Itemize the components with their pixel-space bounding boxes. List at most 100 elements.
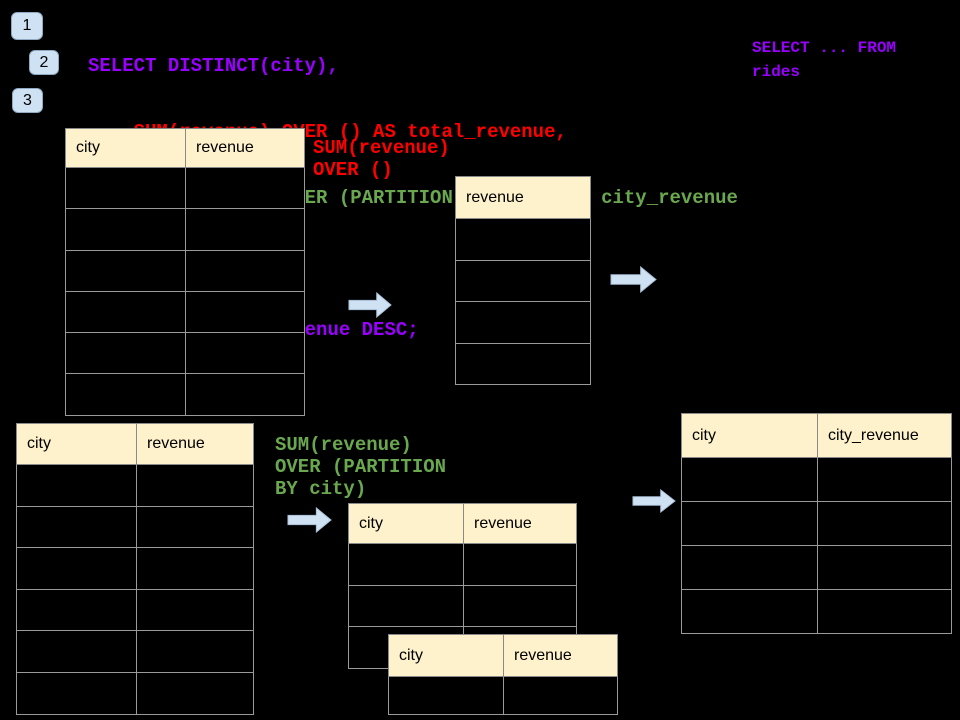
table-cell-empty bbox=[455, 218, 591, 261]
column-header-revenue: revenue bbox=[185, 128, 305, 168]
table-row bbox=[16, 464, 254, 507]
table-cell-empty bbox=[681, 501, 818, 546]
table-cell-empty bbox=[463, 584, 577, 628]
table-row bbox=[65, 249, 305, 292]
table-cell-empty bbox=[681, 545, 818, 590]
table-cell-empty bbox=[136, 630, 254, 673]
column-header-city: city bbox=[348, 503, 464, 544]
table-row bbox=[16, 505, 254, 549]
arrow-right-icon bbox=[287, 507, 332, 533]
table-cell-empty bbox=[65, 373, 186, 416]
table-cell-empty bbox=[136, 505, 254, 549]
arrow-right-icon bbox=[610, 266, 657, 293]
table-partition-mid: city revenue bbox=[348, 503, 577, 670]
step-badge-3: 3 bbox=[12, 88, 43, 113]
table-partition-overlay: city revenue bbox=[388, 634, 618, 715]
table-cell-empty bbox=[185, 332, 305, 375]
column-header-revenue: revenue bbox=[503, 634, 618, 677]
column-header-revenue: revenue bbox=[136, 423, 254, 465]
table-cell-empty bbox=[136, 588, 254, 632]
table-cell-empty bbox=[348, 584, 464, 628]
table-row bbox=[455, 301, 591, 344]
table-cell-empty bbox=[817, 457, 952, 502]
table-cell-empty bbox=[185, 249, 305, 292]
table-cell-empty bbox=[681, 457, 818, 502]
label-sum-over-total: SUM(revenue) OVER () bbox=[313, 137, 450, 181]
table-city-revenue-result: city city_revenue bbox=[681, 413, 952, 634]
table-cell-empty bbox=[16, 671, 137, 715]
table-cell-empty bbox=[455, 259, 591, 302]
table-row bbox=[65, 166, 305, 210]
table-cell-empty bbox=[348, 543, 464, 586]
table-header-row: revenue bbox=[455, 176, 591, 219]
column-header-revenue: revenue bbox=[463, 503, 577, 544]
table-cell-empty bbox=[65, 166, 186, 210]
label-sum-over-partition: SUM(revenue) OVER (PARTITION BY city) bbox=[275, 434, 447, 500]
step-badge-2: 2 bbox=[29, 50, 59, 75]
table-cell-empty bbox=[185, 290, 305, 334]
arrow-right-icon bbox=[632, 489, 676, 513]
table-row bbox=[16, 630, 254, 673]
table-row bbox=[65, 373, 305, 416]
table-row bbox=[681, 545, 952, 590]
table-cell-empty bbox=[65, 332, 186, 375]
arrow-right-icon bbox=[348, 292, 392, 318]
step-badge-1: 1 bbox=[11, 12, 43, 40]
table-cell-empty bbox=[16, 547, 137, 590]
table-header-row: city city_revenue bbox=[681, 413, 952, 458]
table-header-row: city revenue bbox=[16, 423, 254, 465]
step-badge-1-label: 1 bbox=[22, 17, 32, 34]
table-row bbox=[16, 588, 254, 632]
table-row bbox=[455, 342, 591, 385]
table-header-row: city revenue bbox=[65, 128, 305, 168]
table-row bbox=[65, 332, 305, 375]
table-row bbox=[348, 584, 577, 628]
table-cell-empty bbox=[503, 676, 618, 715]
side-note-select-from-rides: SELECT ... FROM rides bbox=[752, 39, 897, 81]
table-cell-empty bbox=[185, 373, 305, 416]
table-cell-empty bbox=[16, 630, 137, 673]
table-row bbox=[388, 676, 618, 715]
table-header-row: city revenue bbox=[348, 503, 577, 544]
table-cell-empty bbox=[65, 290, 186, 334]
table-cell-empty bbox=[65, 208, 186, 251]
column-header-city: city bbox=[65, 128, 186, 168]
step-badge-3-label: 3 bbox=[23, 91, 32, 109]
table-cell-empty bbox=[817, 501, 952, 546]
table-total-revenue-result: revenue bbox=[455, 176, 591, 385]
table-cell-empty bbox=[817, 589, 952, 634]
table-cell-empty bbox=[463, 543, 577, 586]
table-row bbox=[681, 501, 952, 546]
table-cell-empty bbox=[65, 249, 186, 292]
column-header-city-revenue: city_revenue bbox=[817, 413, 952, 458]
table-row bbox=[65, 208, 305, 251]
table-cell-empty bbox=[185, 166, 305, 210]
table-cell-empty bbox=[136, 464, 254, 507]
table-row bbox=[681, 589, 952, 634]
table-source-bottom: city revenue bbox=[16, 423, 254, 715]
table-header-row: city revenue bbox=[388, 634, 618, 677]
table-row bbox=[348, 543, 577, 586]
table-cell-empty bbox=[388, 676, 504, 715]
table-row bbox=[455, 259, 591, 302]
table-row bbox=[16, 671, 254, 715]
table-cell-empty bbox=[136, 671, 254, 715]
table-row bbox=[16, 547, 254, 590]
column-header-city: city bbox=[681, 413, 818, 458]
table-cell-empty bbox=[16, 464, 137, 507]
table-source-top: city revenue bbox=[65, 128, 305, 416]
table-cell-empty bbox=[136, 547, 254, 590]
table-cell-empty bbox=[817, 545, 952, 590]
table-row bbox=[455, 218, 591, 261]
sql-code-line-1: SELECT DISTINCT(city), bbox=[88, 55, 339, 77]
table-cell-empty bbox=[16, 505, 137, 549]
column-header-city: city bbox=[388, 634, 504, 677]
table-cell-empty bbox=[185, 208, 305, 251]
table-cell-empty bbox=[455, 342, 591, 385]
table-row bbox=[681, 457, 952, 502]
table-cell-empty bbox=[681, 589, 818, 634]
step-badge-2-label: 2 bbox=[39, 53, 49, 71]
table-cell-empty bbox=[16, 588, 137, 632]
table-row bbox=[65, 290, 305, 334]
